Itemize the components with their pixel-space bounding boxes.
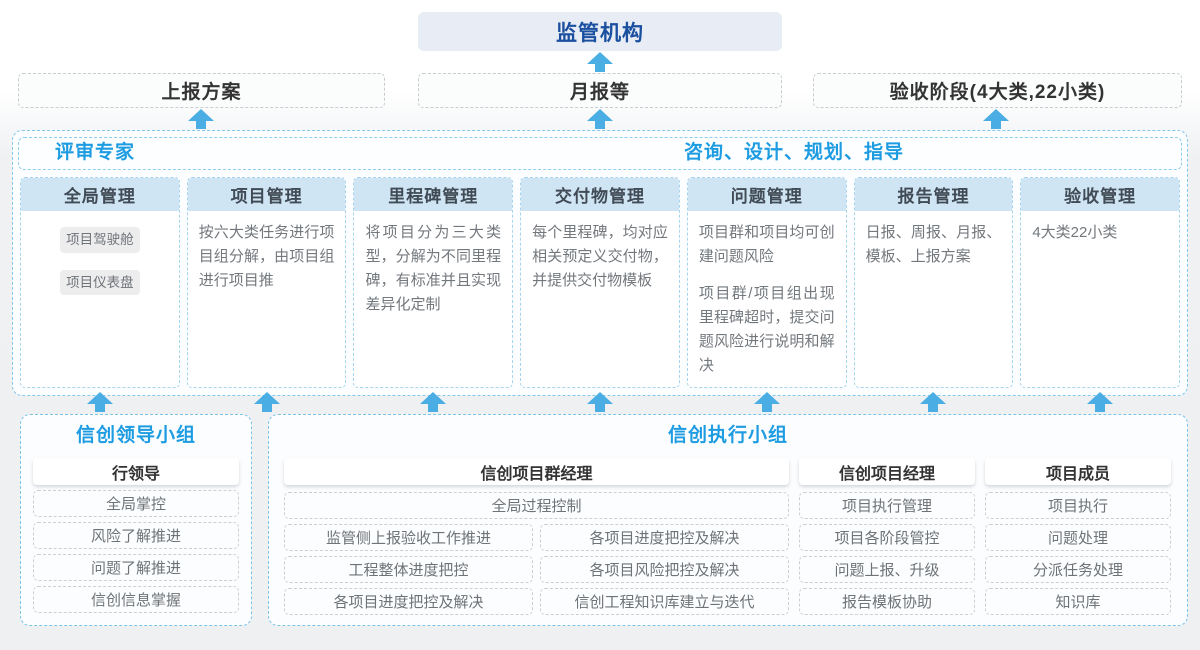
column-project-management: 项目管理 按六大类任务进行项目组分解，由项目组进行项目推: [186, 177, 347, 388]
program-manager-item: 监管侧上报验收工作推进: [284, 524, 533, 551]
execution-group-body: 信创项目群经理 全局过程控制 监管侧上报验收工作推进 各项目进度把控及解决 工程…: [284, 458, 1171, 615]
project-manager-item: 报告模板协助: [799, 588, 975, 615]
up-arrow: [920, 392, 946, 412]
execution-group-container: 信创执行小组 信创项目群经理 全局过程控制 监管侧上报验收工作推进 各项目进度把…: [268, 414, 1188, 626]
up-arrow: [754, 392, 780, 412]
program-manager-item: 各项目风险把控及解决: [540, 556, 789, 583]
review-experts-label: 评审专家: [55, 142, 136, 163]
column-title: 全局管理: [21, 178, 179, 211]
leadership-group-body: 行领导 全局掌控 风险了解推进 问题了解推进 信创信息掌握: [21, 449, 251, 613]
member-group: 项目成员 项目执行 问题处理 分派任务处理 知识库: [985, 458, 1171, 615]
leadership-item: 全局掌控: [33, 490, 239, 517]
column-title: 交付物管理: [521, 178, 679, 211]
column-text: 项目群/项目组出现里程碑超时，提交问题风险进行说明和解决: [698, 285, 835, 374]
member-item: 分派任务处理: [985, 556, 1171, 583]
column-text: 每个里程碑，均对应相关预定义交付物，并提供交付物模板: [532, 224, 668, 289]
up-arrow: [983, 109, 1009, 129]
project-manager-item: 项目执行管理: [799, 492, 975, 519]
program-manager-item: 各项目进度把控及解决: [540, 524, 789, 551]
column-title: 验收管理: [1021, 178, 1180, 211]
regulator-box: 监管机构: [418, 12, 782, 51]
project-manager-item: 项目各阶段管控: [799, 524, 975, 551]
leadership-item: 问题了解推进: [33, 554, 239, 581]
up-arrow: [87, 392, 113, 412]
consult-design-label: 咨询、设计、规划、指导: [683, 142, 905, 163]
program-manager-group: 信创项目群经理 全局过程控制 监管侧上报验收工作推进 各项目进度把控及解决 工程…: [284, 458, 789, 615]
up-arrow: [188, 109, 214, 129]
program-manager-role: 信创项目群经理: [284, 458, 789, 485]
project-manager-group: 信创项目经理 项目执行管理 项目各阶段管控 问题上报、升级 报告模板协助: [799, 458, 975, 615]
up-arrow: [587, 392, 613, 412]
column-title: 报告管理: [854, 178, 1013, 211]
column-text: 4大类22小类: [1032, 224, 1118, 241]
up-arrow: [420, 392, 446, 412]
project-manager-item: 问题上报、升级: [799, 556, 975, 583]
column-body: 将项目分为三大类型，分解为不同里程碑，有标准并且实现差异化定制: [354, 211, 512, 325]
column-body: 按六大类任务进行项目组分解，由项目组进行项目推: [188, 211, 346, 301]
bank-leader-role: 行领导: [33, 458, 239, 485]
expert-bar: 评审专家 咨询、设计、规划、指导: [18, 137, 1182, 170]
column-report-management: 报告管理 日报、周报、月报、模板、上报方案: [853, 177, 1014, 388]
leadership-item: 风险了解推进: [33, 522, 239, 549]
leadership-group-title: 信创领导小组: [75, 425, 196, 446]
column-deliverable-management: 交付物管理 每个里程碑，均对应相关预定义交付物，并提供交付物模板: [520, 177, 680, 388]
column-text: 按六大类任务进行项目组分解，由项目组进行项目推: [198, 224, 335, 289]
column-issue-management: 问题管理 项目群和项目均可创建问题风险 项目群/项目组出现里程碑超时，提交问题风…: [686, 177, 847, 388]
column-body: 每个里程碑，均对应相关预定义交付物，并提供交付物模板: [521, 211, 679, 301]
up-arrow: [1087, 392, 1113, 412]
up-arrow: [254, 392, 280, 412]
project-manager-role: 信创项目经理: [799, 458, 975, 485]
up-arrow: [587, 52, 613, 72]
member-role: 项目成员: [985, 458, 1171, 485]
leadership-item: 信创信息掌握: [33, 586, 239, 613]
column-body: 4大类22小类: [1021, 211, 1179, 253]
column-title: 问题管理: [687, 178, 846, 211]
acceptance-stage-box: 验收阶段(4大类,22小类): [813, 73, 1182, 108]
column-text: 项目群和项目均可创建问题风险: [698, 224, 835, 265]
program-manager-item: 全局过程控制: [284, 492, 789, 519]
up-arrow: [587, 109, 613, 129]
monthly-report-box: 月报等: [418, 73, 782, 108]
execution-group-title: 信创执行小组: [667, 425, 788, 446]
column-body: 日报、周报、月报、模板、上报方案: [855, 211, 1013, 277]
column-text: 将项目分为三大类型，分解为不同里程碑，有标准并且实现差异化定制: [365, 224, 502, 313]
member-item: 项目执行: [985, 492, 1171, 519]
member-item: 问题处理: [985, 524, 1171, 551]
column-title: 项目管理: [187, 178, 346, 211]
column-body: 项目群和项目均可创建问题风险 项目群/项目组出现里程碑超时，提交问题风险进行说明…: [688, 211, 846, 386]
column-milestone-management: 里程碑管理 将项目分为三大类型，分解为不同里程碑，有标准并且实现差异化定制: [353, 177, 514, 388]
management-columns: 全局管理 项目驾驶舱 项目仪表盘 项目管理 按六大类任务进行项目组分解，由项目组…: [20, 177, 1181, 388]
column-global-management: 全局管理 项目驾驶舱 项目仪表盘: [20, 177, 180, 388]
column-body: 项目驾驶舱 项目仪表盘: [21, 211, 179, 296]
program-manager-item: 各项目进度把控及解决: [284, 588, 533, 615]
program-manager-item: 信创工程知识库建立与迭代: [540, 588, 789, 615]
member-item: 知识库: [985, 588, 1171, 615]
project-dashboard-button[interactable]: 项目仪表盘: [60, 269, 140, 296]
report-plan-box: 上报方案: [18, 73, 385, 108]
project-cockpit-button[interactable]: 项目驾驶舱: [60, 227, 140, 253]
column-title: 里程碑管理: [354, 178, 513, 211]
program-manager-item: 工程整体进度把控: [284, 556, 533, 583]
column-acceptance-management: 验收管理 4大类22小类: [1020, 177, 1181, 388]
leadership-group-container: 信创领导小组 行领导 全局掌控 风险了解推进 问题了解推进 信创信息掌握: [20, 414, 252, 626]
column-text: 日报、周报、月报、模板、上报方案: [865, 224, 1002, 265]
